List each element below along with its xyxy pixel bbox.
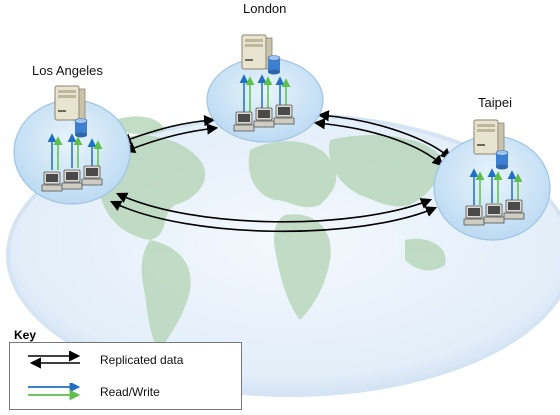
- database-icon: [495, 150, 509, 170]
- site-label-los-angeles: Los Angeles: [32, 63, 103, 78]
- read-write-arrows: [469, 168, 523, 205]
- site-bubble-london: [206, 57, 324, 143]
- key-legend: Replicated data Read/Write: [9, 342, 242, 410]
- site-london: [206, 34, 324, 143]
- read-write-arrows: [47, 133, 103, 170]
- workstation-icon: [61, 169, 83, 190]
- server-icon: [54, 85, 86, 121]
- server-icon: [241, 34, 273, 70]
- read-write-arrow-icon: [28, 383, 81, 401]
- key-label-readwrite: Read/Write: [100, 385, 160, 399]
- site-label-london: London: [243, 1, 287, 16]
- site-taipei: [433, 119, 551, 241]
- read-write-arrows: [239, 74, 291, 112]
- workstation-icon: [273, 104, 295, 125]
- key-row-readwrite: Read/Write: [10, 383, 241, 401]
- site-los-angeles: [13, 85, 131, 205]
- workstation-icon: [253, 107, 275, 128]
- replication-arrow-icon: [28, 351, 81, 369]
- workstation-icon: [81, 165, 103, 186]
- key-label-replicated: Replicated data: [100, 353, 184, 367]
- replication-arrow-la-taipei: [109, 200, 438, 233]
- database-icon: [267, 55, 281, 75]
- replication-arrow-la-london-2: [123, 123, 219, 154]
- workstation-icon: [41, 171, 63, 192]
- site-label-taipei: Taipei: [478, 95, 512, 110]
- replication-links: [109, 110, 452, 233]
- key-row-replicated: Replicated data: [10, 351, 241, 369]
- workstation-icon: [233, 111, 255, 132]
- workstation-icon: [483, 203, 505, 224]
- replication-arrow-la-taipei-2: [115, 192, 433, 223]
- server-icon: [473, 119, 505, 155]
- database-icon: [74, 118, 88, 138]
- replication-arrow-london-taipei-2: [313, 118, 444, 167]
- key-title: Key: [14, 328, 37, 342]
- workstation-icon: [463, 205, 485, 226]
- workstation-icon: [503, 199, 525, 220]
